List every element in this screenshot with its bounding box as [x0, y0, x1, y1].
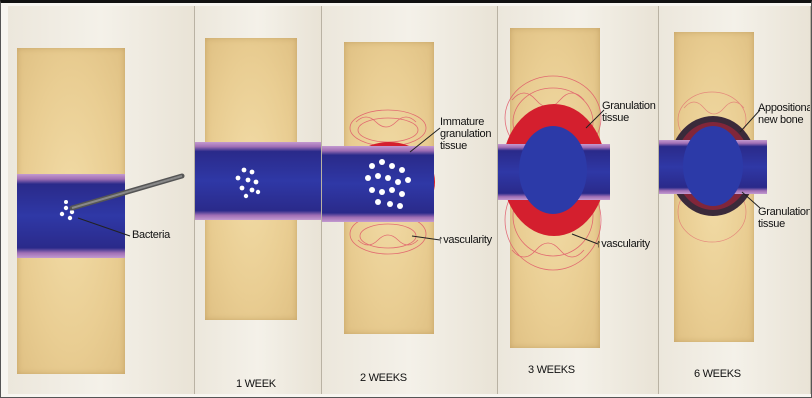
label-appositional-new-bone: Appositional new bone [758, 102, 810, 126]
label-immature-granulation: Immature granulation tissue [440, 116, 490, 152]
label-vascularity-3-weeks: ↑vascularity [596, 238, 650, 250]
caption-3-weeks: 3 WEEKS [528, 364, 575, 376]
bacteria-cluster-2-weeks [365, 159, 411, 209]
label-bacteria: Bacteria [132, 229, 170, 241]
caption-2-weeks: 2 WEEKS [360, 372, 407, 384]
leader-vascularity-3w [572, 234, 598, 244]
bacteria-cluster-1-week [236, 168, 261, 199]
caption-1-week: 1 WEEK [236, 378, 276, 390]
label-granulation-3-weeks: Granulation tissue [602, 100, 658, 124]
leader-bacteria [78, 218, 130, 236]
label-granulation-6-weeks: Granulation tissue [758, 206, 810, 230]
caption-6-weeks: 6 WEEKS [694, 368, 741, 380]
leader-vascularity-2w [412, 236, 440, 240]
label-vascularity-2-weeks: ↑vascularity [438, 234, 492, 246]
abscess-core-6-weeks [683, 126, 743, 206]
leader-appositional [740, 110, 760, 132]
abscess-core-3-weeks [519, 126, 587, 214]
leader-immature-granulation [410, 128, 440, 152]
